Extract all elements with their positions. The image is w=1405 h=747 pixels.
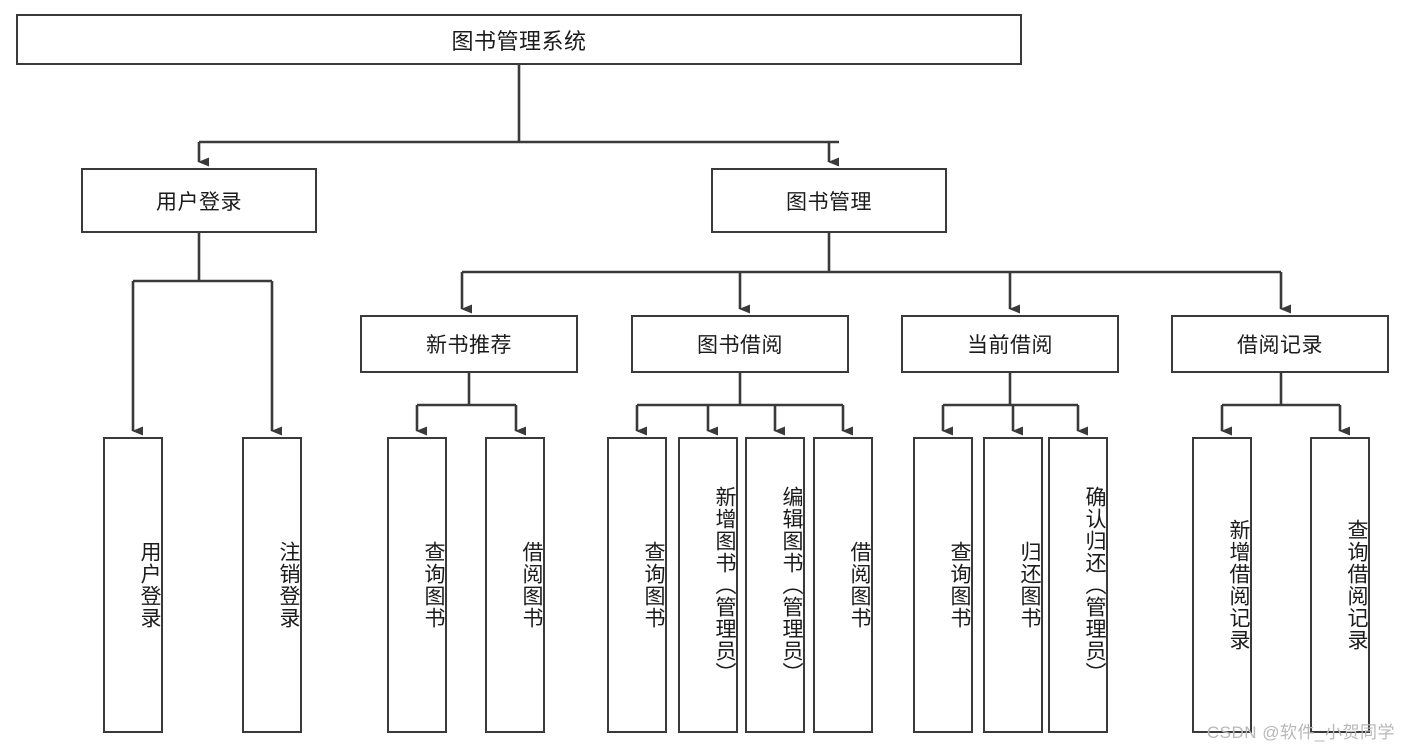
leaf-return-book-label: 归还图书 xyxy=(1018,541,1041,629)
leaf-user-login-label: 用户登录 xyxy=(138,541,161,629)
leaf-confirm-return-admin[interactable]: 确认归还（管理员） xyxy=(1048,437,1108,733)
node-root-label: 图书管理系统 xyxy=(451,28,587,54)
leaf-add-borrow-record[interactable]: 新增借阅记录 xyxy=(1192,437,1252,733)
node-book-borrow[interactable]: 图书借阅 xyxy=(631,315,849,373)
node-new-book-recommend-label: 新书推荐 xyxy=(426,334,512,357)
leaf-edit-book-admin-label: 编辑图书（管理员） xyxy=(780,486,803,684)
node-user-login-label: 用户登录 xyxy=(156,190,242,214)
node-borrow-record-label: 借阅记录 xyxy=(1237,334,1323,357)
leaf-query-book-current[interactable]: 查询图书 xyxy=(913,437,973,733)
node-borrow-record[interactable]: 借阅记录 xyxy=(1171,315,1389,373)
leaf-query-borrow-record-label: 查询借阅记录 xyxy=(1345,519,1368,651)
leaf-add-book-admin-label: 新增图书（管理员） xyxy=(713,486,736,684)
leaf-borrow-book-recommend[interactable]: 借阅图书 xyxy=(485,437,545,733)
node-book-borrow-label: 图书借阅 xyxy=(697,334,783,357)
watermark-text: CSDN @软件_小贺同学 xyxy=(1206,723,1395,742)
leaf-logout-label: 注销登录 xyxy=(277,541,300,629)
leaf-borrow-book-label: 借阅图书 xyxy=(848,541,871,629)
leaf-edit-book-admin[interactable]: 编辑图书（管理员） xyxy=(745,437,805,733)
leaf-logout[interactable]: 注销登录 xyxy=(242,437,302,733)
leaf-borrow-book-recommend-label: 借阅图书 xyxy=(520,541,543,629)
leaf-return-book[interactable]: 归还图书 xyxy=(983,437,1043,733)
leaf-add-book-admin[interactable]: 新增图书（管理员） xyxy=(678,437,738,733)
leaf-query-book-borrow[interactable]: 查询图书 xyxy=(607,437,667,733)
node-current-borrow[interactable]: 当前借阅 xyxy=(901,315,1119,373)
node-book-management-label: 图书管理 xyxy=(786,190,872,214)
leaf-query-book-current-label: 查询图书 xyxy=(948,541,971,629)
leaf-query-borrow-record[interactable]: 查询借阅记录 xyxy=(1310,437,1370,733)
node-new-book-recommend[interactable]: 新书推荐 xyxy=(360,315,578,373)
leaf-query-book-borrow-label: 查询图书 xyxy=(642,541,665,629)
leaf-user-login[interactable]: 用户登录 xyxy=(103,437,163,733)
node-current-borrow-label: 当前借阅 xyxy=(967,334,1053,357)
leaf-query-book-recommend-label: 查询图书 xyxy=(422,541,445,629)
leaf-borrow-book[interactable]: 借阅图书 xyxy=(813,437,873,733)
leaf-query-book-recommend[interactable]: 查询图书 xyxy=(387,437,447,733)
node-book-management[interactable]: 图书管理 xyxy=(711,168,947,233)
leaf-confirm-return-admin-label: 确认归还（管理员） xyxy=(1083,486,1106,684)
node-root[interactable]: 图书管理系统 xyxy=(16,14,1022,65)
node-user-login[interactable]: 用户登录 xyxy=(81,168,317,233)
leaf-add-borrow-record-label: 新增借阅记录 xyxy=(1227,519,1250,651)
